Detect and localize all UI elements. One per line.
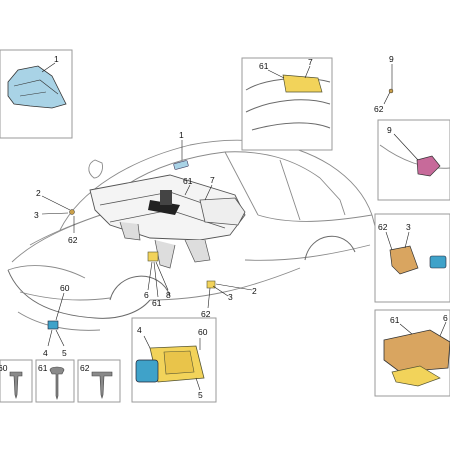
callout-left-62: 62 xyxy=(68,235,78,245)
callout-top-inset-9: 9 xyxy=(389,54,394,64)
main-bumper-module xyxy=(47,320,59,330)
callout-bottom-inset-5: 5 xyxy=(198,390,203,400)
callout-top-inset-61: 61 xyxy=(259,61,269,71)
fastener-61-label: 61 xyxy=(38,363,48,373)
callout-bottom-inset-4: 4 xyxy=(137,325,142,335)
callout-center-3: 3 xyxy=(228,292,233,302)
callout-right-mid-3: 3 xyxy=(406,222,411,232)
callout-right-mid-62: 62 xyxy=(378,222,388,232)
right-top-callouts: 9 62 xyxy=(374,54,394,114)
callout-tl-inset-1: 1 xyxy=(54,54,59,64)
fastener-62: 62 xyxy=(77,359,121,403)
fastener-62-label: 62 xyxy=(80,363,90,373)
callout-left-3: 3 xyxy=(34,210,39,220)
callout-center-6: 6 xyxy=(144,290,149,300)
dashboard-beam xyxy=(89,174,246,269)
callout-bumper-5: 5 xyxy=(62,348,67,358)
callout-center-61: 61 xyxy=(152,298,162,308)
callout-top-inset-7: 7 xyxy=(308,57,313,67)
inset-right-middle: 62 3 xyxy=(374,213,450,303)
screw-60-icon xyxy=(9,371,23,399)
callout-right-9: 9 xyxy=(387,125,392,135)
callout-bumper-60: 60 xyxy=(60,283,70,293)
callout-right-bot-61: 61 xyxy=(390,315,400,325)
fastener-60-label: 60 xyxy=(0,363,8,373)
fastener-60: 60 xyxy=(0,359,33,403)
callout-center-2: 2 xyxy=(252,286,257,296)
fastener-61: 61 xyxy=(35,359,75,403)
main-bolt-left xyxy=(69,209,75,215)
callout-center-62: 62 xyxy=(201,309,211,319)
inset-bottom-center: 4 60 5 xyxy=(131,317,217,403)
callout-main-7: 7 xyxy=(210,175,215,185)
callout-bumper-4: 4 xyxy=(43,348,48,358)
inset-top-left: 1 xyxy=(0,49,73,139)
callout-bottom-inset-60: 60 xyxy=(198,327,208,337)
main-yellow-module-right xyxy=(206,280,216,289)
callout-right-bot-6: 6 xyxy=(443,313,448,323)
main-blue-module xyxy=(173,160,189,170)
callout-left-2: 2 xyxy=(36,188,41,198)
callout-top-inset-62: 62 xyxy=(374,104,384,114)
inset-right-pink: 9 xyxy=(377,119,450,201)
inset-top-steering: 61 7 xyxy=(241,57,333,151)
main-callouts: 1 61 7 2 3 62 60 4 5 6 61 8 62 3 2 xyxy=(34,130,257,358)
main-yellow-module-left xyxy=(147,251,159,262)
fastener-legend: 60 61 62 xyxy=(0,359,121,403)
callout-main-61: 61 xyxy=(183,176,193,186)
screw-61-icon xyxy=(49,366,65,400)
callout-main-1: 1 xyxy=(179,130,184,140)
inset-right-bottom: 61 6 xyxy=(374,309,450,397)
screw-62-icon xyxy=(91,371,113,399)
callout-center-8: 8 xyxy=(166,290,171,300)
main-leaders xyxy=(41,140,253,347)
